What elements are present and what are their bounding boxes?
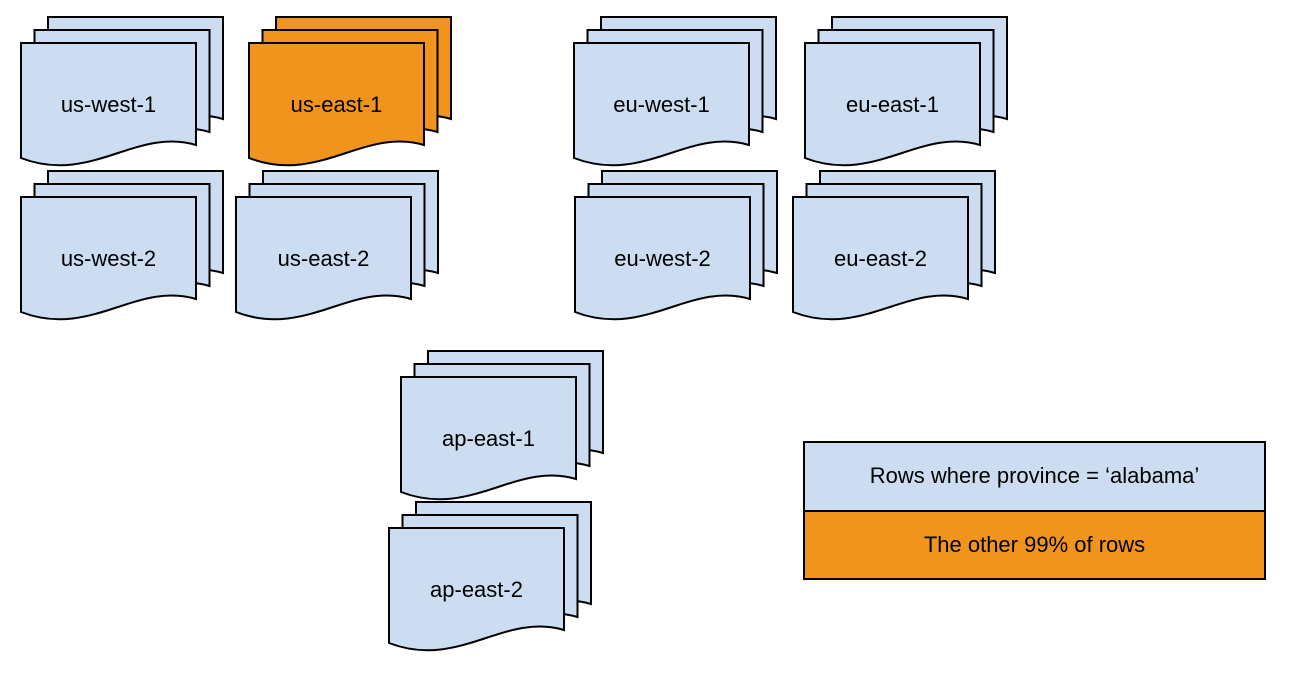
document-stack-icon	[573, 16, 777, 167]
region-stack-eu-west-2: eu-west-2	[574, 170, 779, 323]
region-stack-us-west-1: us-west-1	[20, 16, 225, 169]
document-stack-icon	[400, 350, 604, 501]
legend-item-label: The other 99% of rows	[923, 531, 1146, 557]
region-stack-eu-east-2: eu-east-2	[792, 170, 997, 323]
document-stack-icon	[20, 170, 224, 321]
document-stack-icon	[388, 501, 592, 652]
document-stack-icon	[804, 16, 1008, 167]
legend: Rows where province = ‘alabama’ The othe…	[803, 441, 1266, 580]
region-stack-eu-west-1: eu-west-1	[573, 16, 778, 169]
document-stack-icon	[20, 16, 224, 167]
region-stack-eu-east-1: eu-east-1	[804, 16, 1009, 169]
document-stack-icon	[248, 16, 452, 167]
region-stack-us-west-2: us-west-2	[20, 170, 225, 323]
document-stack-icon	[792, 170, 996, 321]
region-stack-ap-east-2: ap-east-2	[388, 501, 593, 654]
legend-item-alabama-rows: Rows where province = ‘alabama’	[805, 443, 1264, 510]
legend-item-other-rows: The other 99% of rows	[805, 509, 1264, 578]
region-stack-us-east-2: us-east-2	[235, 170, 440, 323]
document-stack-icon	[574, 170, 778, 321]
legend-item-label: Rows where province = ‘alabama’	[869, 463, 1200, 489]
document-stack-icon	[235, 170, 439, 321]
region-stack-us-east-1: us-east-1	[248, 16, 453, 169]
region-stack-ap-east-1: ap-east-1	[400, 350, 605, 503]
